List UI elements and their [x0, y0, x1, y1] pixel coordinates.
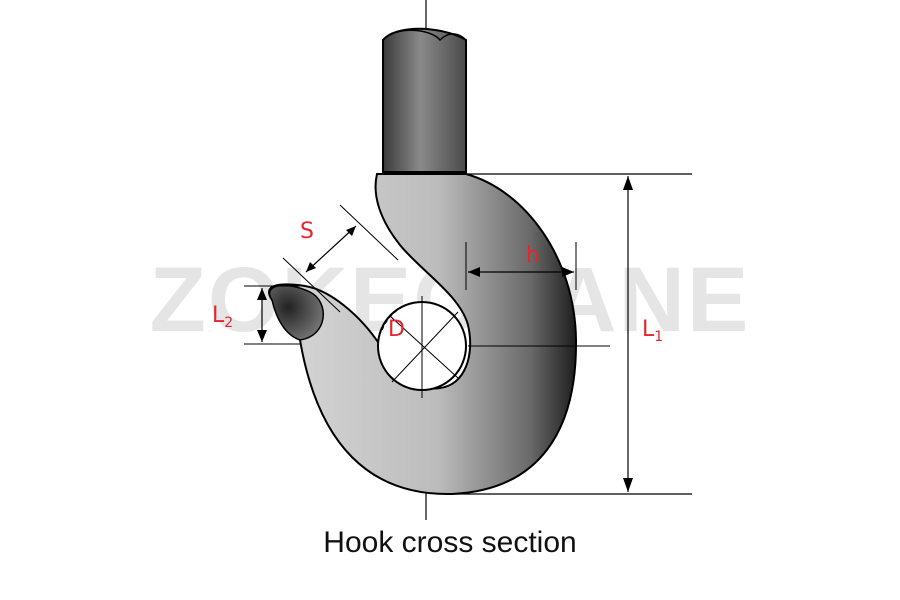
label-l1: L1: [642, 317, 663, 345]
s-extension-upper: [339, 204, 399, 261]
h-arrow-right: [562, 267, 574, 277]
s-dimension-line: [305, 225, 357, 273]
l1-arrow-top: [623, 176, 633, 190]
l2-arrow-top: [257, 288, 267, 300]
s-arrow-top: [346, 226, 356, 236]
l1-arrow-bottom: [623, 478, 633, 492]
label-h: h: [526, 243, 540, 268]
label-l2: L2: [212, 303, 233, 331]
diagram-caption: Hook cross section: [323, 526, 577, 559]
s-extension-lower: [282, 257, 341, 313]
l2-arrow-bottom: [257, 330, 267, 342]
h-arrow-left: [468, 267, 480, 277]
label-d: D: [388, 317, 405, 342]
d-dashed-arc: [381, 305, 405, 331]
hook-shank: [382, 27, 467, 173]
s-arrow-bottom: [306, 262, 316, 272]
label-s: S: [300, 219, 314, 244]
d-dimension-line-1: [391, 311, 459, 383]
d-dimension-line-2: [389, 315, 459, 379]
shank-top-face: [382, 29, 467, 42]
